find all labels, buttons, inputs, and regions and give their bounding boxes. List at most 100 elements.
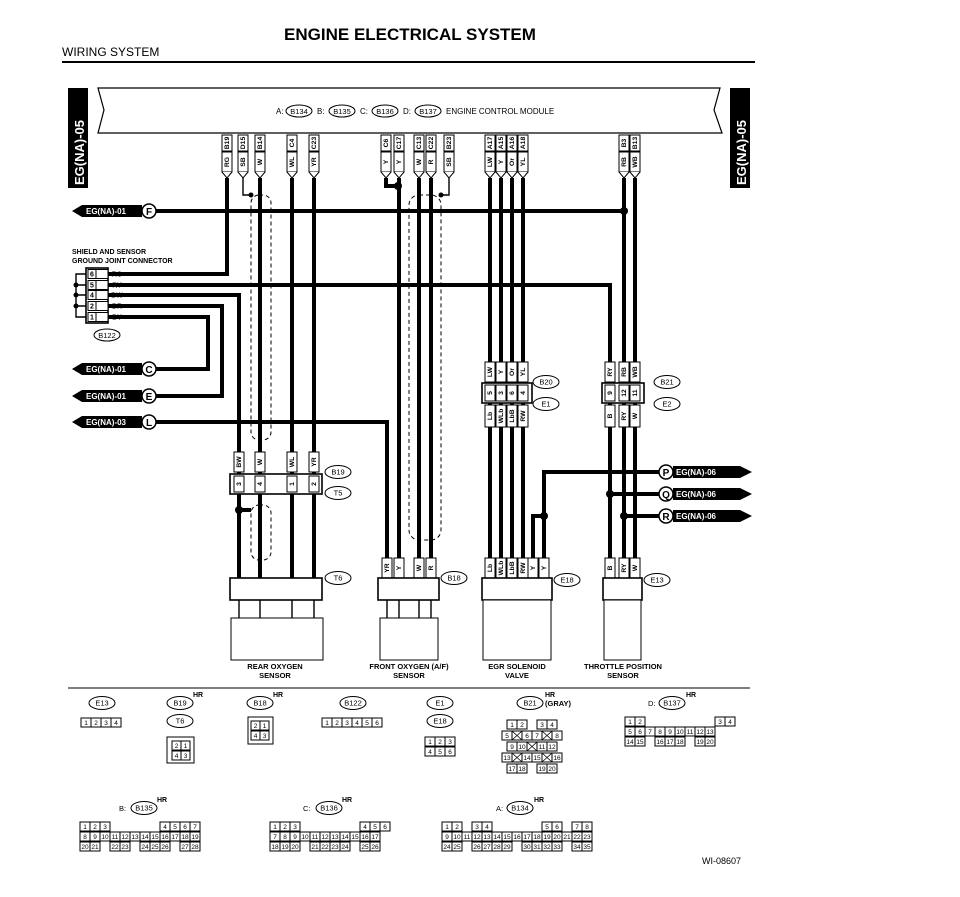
legend-pin-number: 24 bbox=[141, 844, 149, 851]
b18-color-text: Y bbox=[396, 565, 403, 570]
ecm-tab-tip bbox=[254, 171, 266, 179]
b20-conn-oval-label: B20 bbox=[539, 378, 552, 387]
legend-pin-cell bbox=[581, 831, 593, 842]
ecm-color-text: WB bbox=[632, 156, 639, 167]
legend-pin-number: 20 bbox=[548, 766, 556, 773]
legend-pin-number: 11 bbox=[112, 834, 119, 841]
b21-color-top-text: WB bbox=[632, 366, 639, 377]
b21-pin-cell bbox=[604, 384, 616, 402]
legend-pin-number: 19 bbox=[281, 844, 289, 851]
sensor-bodies: REAR OXYGEN SENSOR FRONT OXYGEN (A/F) SE… bbox=[229, 577, 662, 680]
joint-color-label: RG bbox=[112, 272, 123, 279]
b21-conn-oval-label: B21 bbox=[660, 378, 673, 387]
legend-pin-number: 22 bbox=[321, 844, 329, 851]
legend-pin-number: 28 bbox=[191, 844, 199, 851]
ecm-color-text: YL bbox=[520, 158, 527, 167]
ecm-pin-cell bbox=[517, 134, 529, 152]
legend-pin-cell bbox=[180, 740, 191, 751]
legend-pin-number: 8 bbox=[283, 834, 287, 841]
legend-pin-number: 5 bbox=[373, 824, 377, 831]
ecm-pin-text: A17 bbox=[487, 137, 494, 150]
legend-b19-oval-label: B19 bbox=[173, 699, 186, 708]
legend-pin-cell bbox=[551, 730, 563, 741]
b19-color-cell bbox=[254, 451, 266, 473]
svg-text:L: L bbox=[146, 418, 152, 429]
legend-pin-cell bbox=[180, 750, 191, 761]
b19-conn-oval bbox=[324, 465, 352, 479]
b20-color-bottom-text: RW bbox=[520, 410, 527, 422]
legend-pin-number: 20 bbox=[706, 739, 714, 746]
wires bbox=[108, 178, 660, 590]
ecm-pin-cell bbox=[380, 134, 392, 152]
legend-pin-cell bbox=[546, 741, 558, 752]
legend-pin-cell bbox=[289, 841, 301, 852]
b21-pin-text: 9 bbox=[607, 391, 614, 395]
legend-pin-number: 19 bbox=[543, 834, 551, 841]
b20-color-bottom-cell bbox=[506, 404, 518, 428]
side-tag-left: EG(NA)-05 bbox=[68, 88, 88, 188]
legend-pin-number: 5 bbox=[505, 733, 509, 740]
svg-text:FRONT OXYGEN (A/F): FRONT OXYGEN (A/F) bbox=[369, 662, 449, 671]
svg-text:VALVE: VALVE bbox=[505, 671, 529, 680]
ecm-name: ENGINE CONTROL MODULE bbox=[446, 107, 554, 116]
legend-pin-number: 2 bbox=[520, 722, 524, 729]
legend-pin-number: 9 bbox=[445, 834, 449, 841]
legend-pin-number: 24 bbox=[443, 844, 451, 851]
legend-e1-oval-label: E1 bbox=[435, 699, 444, 708]
b20-pin-cell bbox=[495, 384, 507, 402]
legend-pin-number: 15 bbox=[636, 739, 644, 746]
legend-pin-number: 3 bbox=[184, 753, 188, 760]
t5-conn-oval-label: T5 bbox=[334, 489, 343, 498]
legend-e1-oval bbox=[426, 696, 454, 710]
legend-b21-note: (GRAY) bbox=[545, 699, 571, 708]
svg-text:SENSOR: SENSOR bbox=[607, 671, 639, 680]
b20-pin-text: 3 bbox=[498, 391, 505, 395]
ecm-pin-text: B19 bbox=[224, 137, 231, 150]
legend-pin-number: 19 bbox=[191, 834, 199, 841]
e18-color-text: WLb bbox=[498, 561, 505, 576]
legend-pin-number: 28 bbox=[493, 844, 501, 851]
legend-b135-oval-label: B135 bbox=[135, 804, 153, 813]
b20-conn-oval bbox=[532, 375, 560, 389]
ecm-color-text: R bbox=[428, 159, 435, 164]
ecm-tab-tip bbox=[393, 171, 405, 179]
hr-mark: HR bbox=[193, 692, 203, 699]
b21-conn-oval bbox=[653, 375, 681, 389]
ecm-pin-cell bbox=[495, 134, 507, 152]
ecm-pin-tabs: B19RGD15SBB14WC4WLC23YRC6YC17YC13WC22RB2… bbox=[221, 134, 641, 179]
svg-text:EG(NA)-01: EG(NA)-01 bbox=[86, 207, 127, 216]
b20-color-top-text: Y bbox=[498, 369, 505, 374]
b20-color-top-text: YL bbox=[520, 368, 527, 377]
b20-color-bottom-text: WLb bbox=[498, 409, 505, 424]
ecm-color-text: WL bbox=[289, 157, 296, 168]
ref-arrow-f: EG(NA)-01 F bbox=[72, 203, 157, 219]
b19-color-cell bbox=[233, 451, 245, 473]
legend-pin-number: 14 bbox=[341, 834, 349, 841]
legend-pin-number: 3 bbox=[718, 719, 722, 726]
legend-pin-number: 12 bbox=[473, 834, 481, 841]
svg-text:EG(NA)-01: EG(NA)-01 bbox=[86, 365, 127, 374]
svg-text:F: F bbox=[146, 207, 152, 218]
legend-blank-cross bbox=[541, 752, 553, 763]
ecm-color-text: RB bbox=[621, 157, 628, 167]
legend-pin-number: 14 bbox=[626, 739, 634, 746]
svg-text:SENSOR: SENSOR bbox=[393, 671, 425, 680]
legend-pin-cell bbox=[634, 716, 646, 727]
legend-e18-oval bbox=[426, 714, 454, 728]
legend-pin-number: 30 bbox=[523, 844, 531, 851]
ref-arrow-q: Q EG(NA)-06 bbox=[658, 486, 752, 502]
legend-pin-number: 4 bbox=[485, 824, 489, 831]
legend-pin-number: 17 bbox=[508, 766, 516, 773]
joint-pin-number: 2 bbox=[90, 304, 94, 311]
legend-pin-cell bbox=[189, 821, 201, 832]
b19-body bbox=[229, 473, 323, 495]
legend-pin-number: 29 bbox=[503, 844, 511, 851]
legend-pin-number: 16 bbox=[361, 834, 369, 841]
legend-pin-number: 18 bbox=[676, 739, 684, 746]
b19-pin-text: 1 bbox=[289, 482, 296, 486]
joint-pin-number: 5 bbox=[90, 283, 94, 290]
ecm-pin-cell bbox=[221, 134, 233, 152]
ecm-prefix-d: D: bbox=[403, 107, 411, 116]
legend-pin-number: 23 bbox=[331, 844, 339, 851]
joint-pin-number: 1 bbox=[90, 315, 94, 322]
